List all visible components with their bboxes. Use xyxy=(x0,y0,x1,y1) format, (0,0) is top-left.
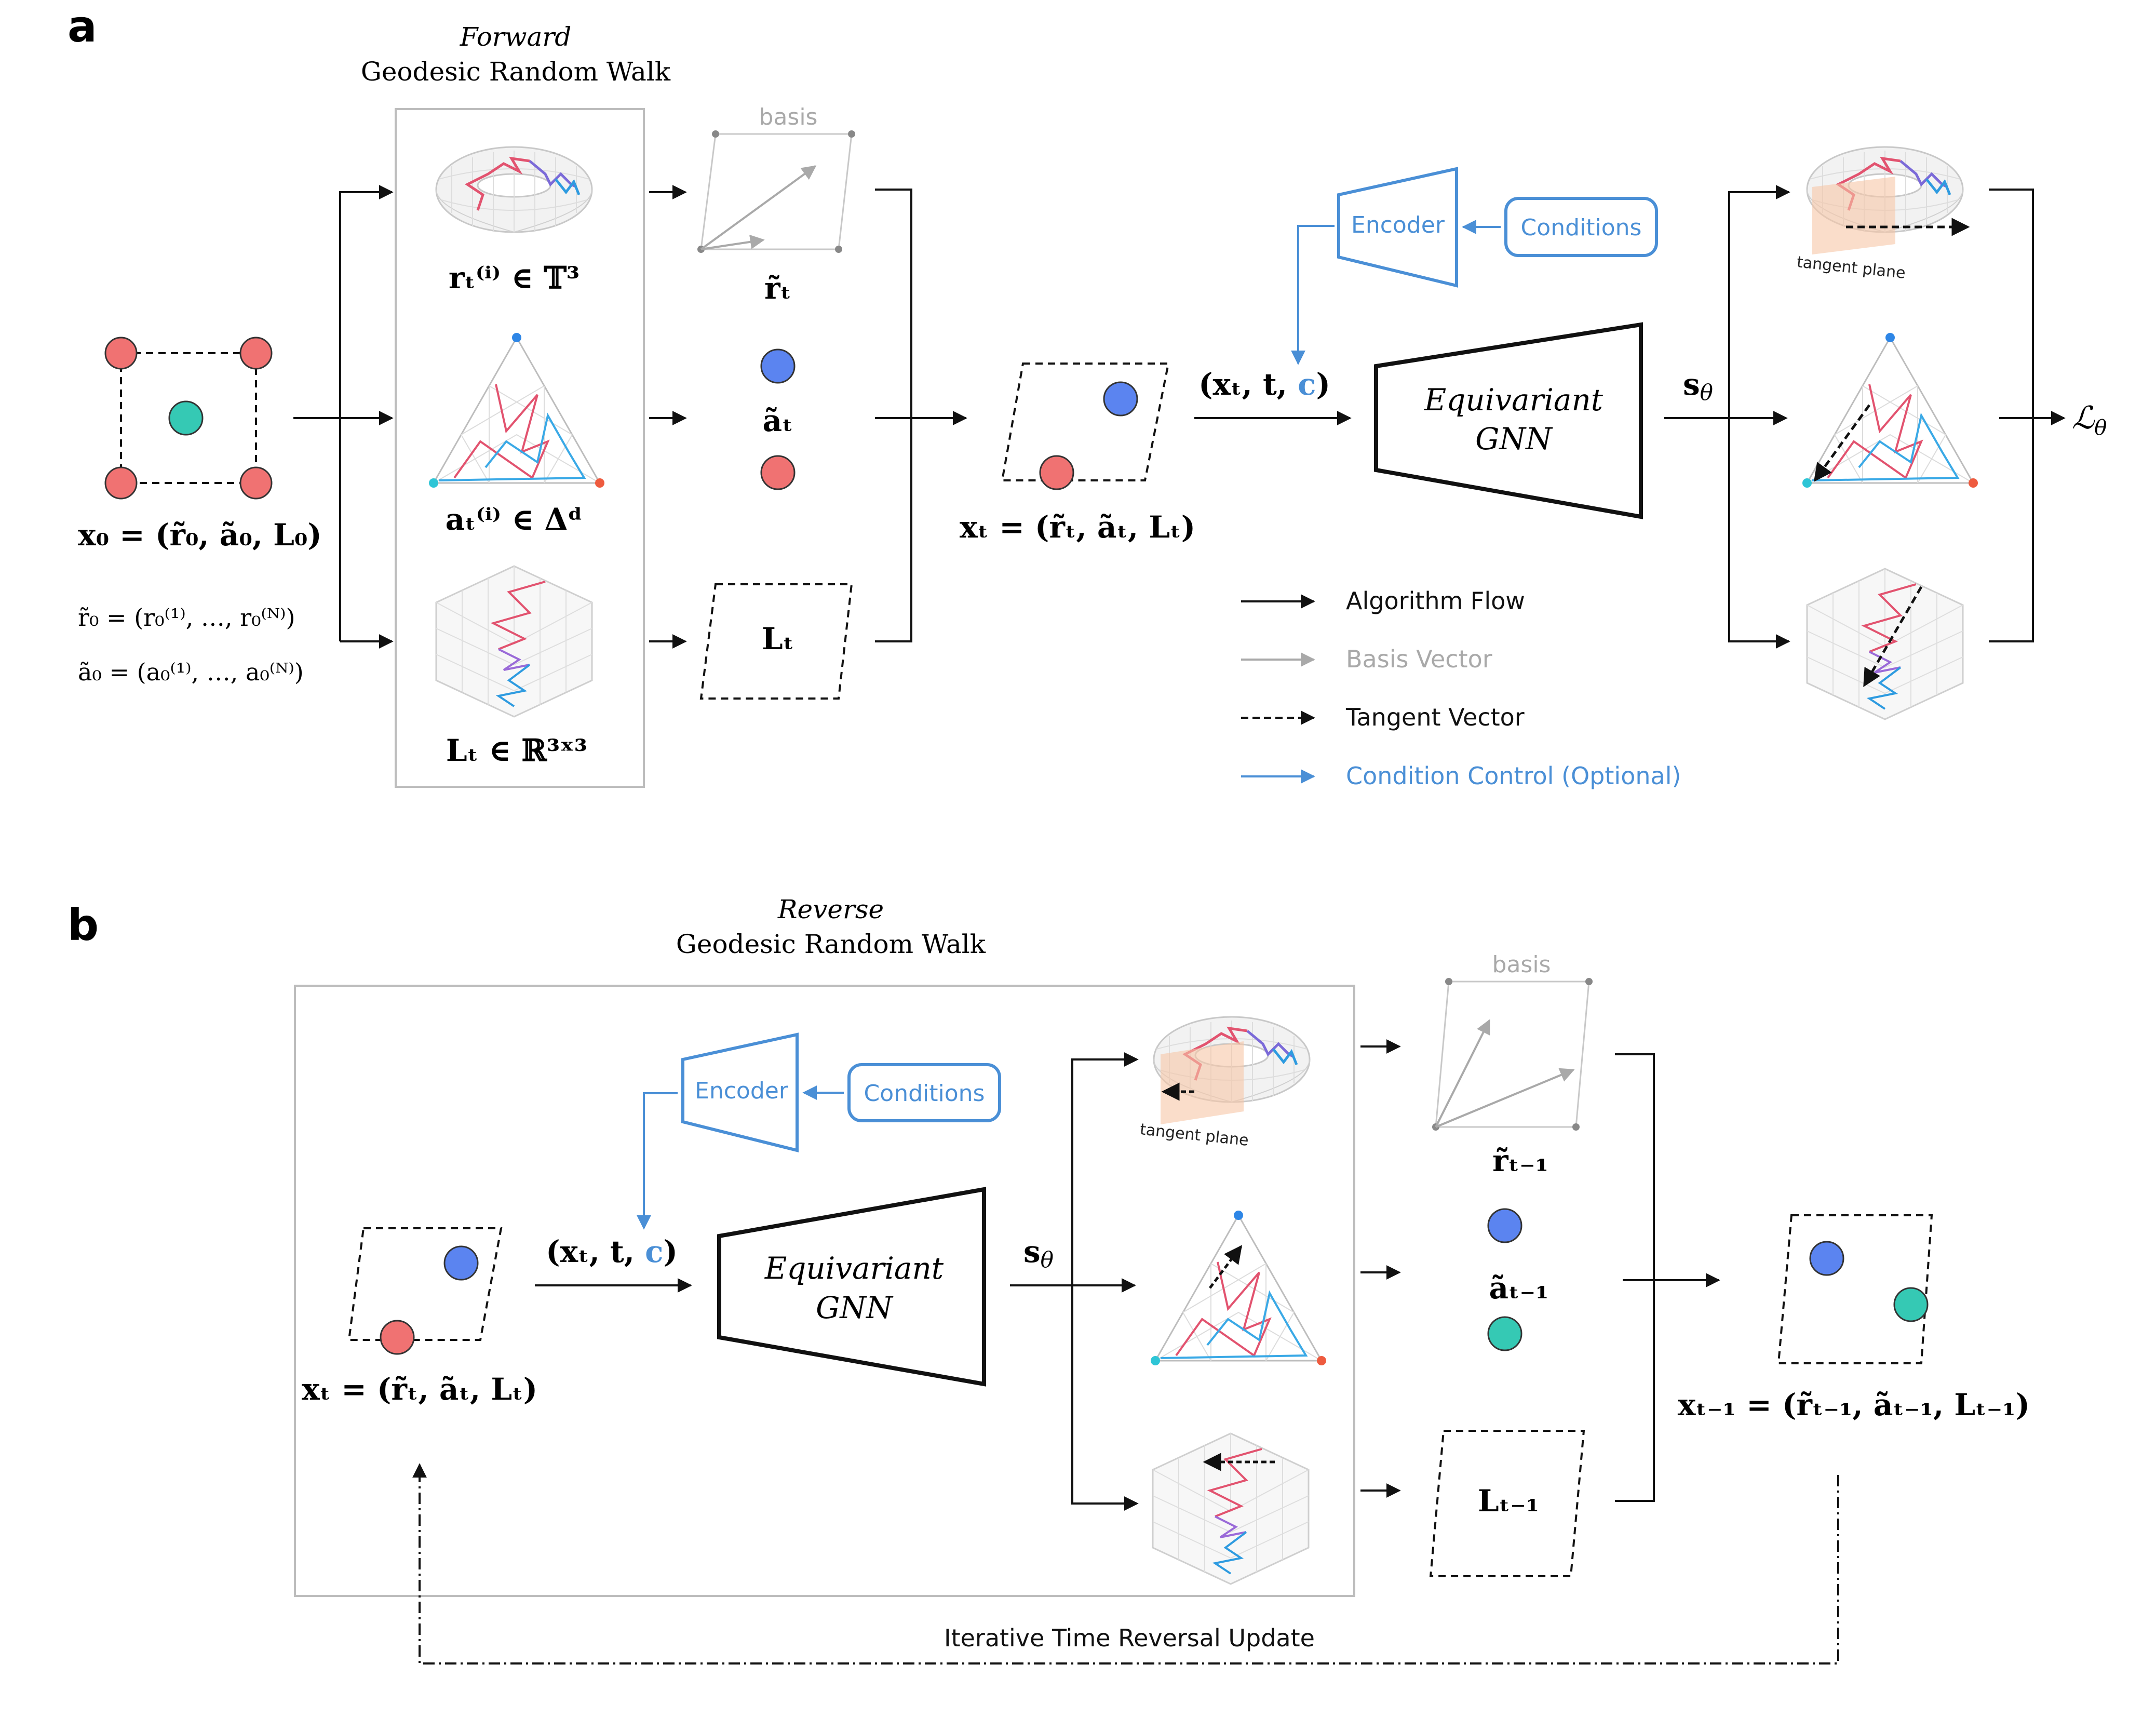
tangent-plane-label-b: tangent plane xyxy=(1139,1120,1250,1150)
xt-label-b: xₜ = (r̃ₜ, ãₜ, Lₜ) xyxy=(302,1372,537,1407)
xt1-structure xyxy=(1777,1214,1933,1364)
input-label-a: (xₜ, t, c) xyxy=(1198,367,1330,402)
cube-tangent-a xyxy=(1806,568,1964,720)
reverse-title-line2: Geodesic Random Walk xyxy=(676,929,986,959)
rt-label: r̃ₜ xyxy=(764,271,791,306)
forward-walk-box xyxy=(395,108,645,788)
legend: Algorithm Flow Basis Vector Tangent Vect… xyxy=(1241,587,1681,790)
simplex-tangent-b xyxy=(1150,1210,1327,1366)
torus-tangent-b xyxy=(1154,1017,1310,1124)
panel-a-letter: a xyxy=(68,1,97,52)
rt1-label: r̃ₜ₋₁ xyxy=(1492,1143,1548,1178)
forward-title-line2: Geodesic Random Walk xyxy=(361,57,671,87)
r0-definition: r̃₀ = (r₀⁽¹⁾, …, r₀⁽ᴺ⁾) xyxy=(78,603,295,632)
encoder-trapezoid-b[interactable] xyxy=(681,1032,799,1152)
legend-basis-vector: Basis Vector xyxy=(1346,645,1492,673)
at-label: ãₜ xyxy=(762,403,793,438)
iterative-label: Iterative Time Reversal Update xyxy=(944,1624,1315,1652)
loss-label: ℒθ xyxy=(2072,400,2107,440)
simplex-illustration xyxy=(428,332,605,489)
score-label-b: sθ xyxy=(1023,1234,1054,1272)
score-label-a: sθ xyxy=(1683,367,1713,405)
legend-tangent-vector: Tangent Vector xyxy=(1345,703,1525,731)
simplex-label: aₜ⁽ⁱ⁾ ∈ Δᵈ xyxy=(446,502,583,537)
torus-illustration xyxy=(436,147,592,232)
split-arrows-a xyxy=(293,185,394,649)
gnn-label-a-line2: GNN xyxy=(1475,421,1553,457)
conditions-box-a[interactable] xyxy=(1504,197,1658,257)
xt-structure-a xyxy=(1001,363,1170,490)
tangent-plane-label-a: tangent plane xyxy=(1796,253,1907,283)
xt-label-a: xₜ = (r̃ₜ, ãₜ, Lₜ) xyxy=(960,509,1195,545)
score-split-arrows-a xyxy=(1664,185,1790,649)
gnn-label-b-line1: Equivariant xyxy=(764,1251,944,1286)
encoder-to-c-arrow-b xyxy=(637,1092,678,1230)
conditions-label-b: Conditions xyxy=(864,1080,985,1107)
legend-algorithm-flow: Algorithm Flow xyxy=(1346,587,1525,615)
reverse-title-line1: Reverse xyxy=(777,894,884,924)
torus-tangent-a xyxy=(1807,147,1970,254)
basis-label-b: basis xyxy=(1492,951,1551,978)
gnn-trapezoid-a[interactable] xyxy=(1374,322,1643,519)
conditions-box-b[interactable] xyxy=(847,1063,1001,1122)
score-split-arrows-b xyxy=(1010,1052,1139,1511)
xt-structure-b xyxy=(347,1227,503,1355)
simplex-tangent-a xyxy=(1801,332,1979,489)
reverse-out-arrows xyxy=(1360,1039,1401,1498)
x0-label: x₀ = (r̃₀, ã₀, L₀) xyxy=(78,517,322,553)
x0-structure xyxy=(104,337,273,500)
basis-vectors-a xyxy=(697,130,855,253)
Lt-box xyxy=(699,583,853,700)
encoder-trapezoid-a[interactable] xyxy=(1337,167,1458,288)
encoder-label-a: Encoder xyxy=(1351,212,1445,238)
gnn-trapezoid-b[interactable] xyxy=(717,1187,986,1387)
at-blue-atom xyxy=(760,348,796,384)
lattice-cube-illustration xyxy=(435,565,593,718)
loss-bracket xyxy=(1989,189,2066,642)
forward-title-line1: Forward xyxy=(460,22,571,52)
basis-vectors-b xyxy=(1432,978,1593,1131)
legend-condition-control: Condition Control (Optional) xyxy=(1346,762,1681,790)
gnn-label-b-line2: GNN xyxy=(816,1290,894,1325)
torus-label: rₜ⁽ⁱ⁾ ∈ 𝕋³ xyxy=(449,260,580,296)
panel-b-letter: b xyxy=(68,900,99,950)
at-red-atom xyxy=(760,455,796,490)
at1-blue-atom xyxy=(1487,1208,1522,1243)
basis-label-a: basis xyxy=(759,104,818,130)
conditions-label-a: Conditions xyxy=(1521,214,1642,241)
encoder-label-b: Encoder xyxy=(695,1078,789,1104)
at1-label: ãₜ₋₁ xyxy=(1489,1270,1548,1306)
Lt-label: Lₜ xyxy=(762,621,794,656)
merge-bracket-a xyxy=(875,189,967,642)
lattice-label: Lₜ ∈ ℝ³ˣ³ xyxy=(446,733,587,768)
cube-tangent-b xyxy=(1152,1432,1310,1585)
iterative-loop-arrow xyxy=(412,1463,1839,1665)
input-label-b: (xₜ, t, c) xyxy=(546,1234,678,1269)
at1-teal-atom xyxy=(1487,1316,1522,1351)
Lt1-box xyxy=(1429,1430,1585,1577)
merge-bracket-b xyxy=(1615,1053,1720,1502)
encoder-to-c-arrow-a xyxy=(1291,225,1335,365)
reverse-walk-box xyxy=(294,985,1355,1597)
forward-out-arrows xyxy=(649,185,687,649)
xt1-label: xₜ₋₁ = (r̃ₜ₋₁, ãₜ₋₁, Lₜ₋₁) xyxy=(1678,1387,2030,1422)
Lt1-label: Lₜ₋₁ xyxy=(1478,1483,1539,1519)
gnn-label-a-line1: Equivariant xyxy=(1424,382,1603,418)
a0-definition: ã₀ = (a₀⁽¹⁾, …, a₀⁽ᴺ⁾) xyxy=(78,658,304,686)
